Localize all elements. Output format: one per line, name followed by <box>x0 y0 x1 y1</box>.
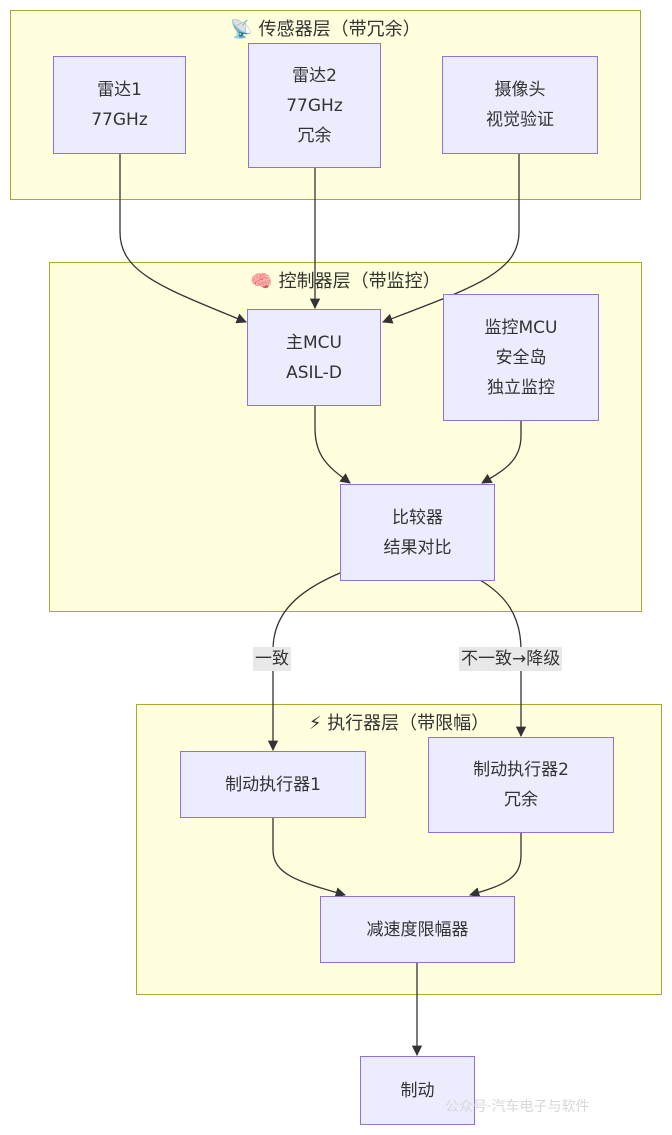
edge-actuator2-limiter <box>469 833 522 898</box>
sensor-layer-label: 传感器层（带冗余） <box>258 19 421 40</box>
actuator-layer-label: 执行器层（带限幅） <box>327 713 490 734</box>
radar1-line-1: 雷达1 <box>97 80 142 100</box>
actuator2-line-1: 制动执行器2 <box>473 760 569 780</box>
brain-icon: 🧠 <box>250 271 273 292</box>
radar1-line-2: 77GHz <box>91 110 148 130</box>
edge-label-inconsistent: 不一致→降级 <box>459 647 563 671</box>
brake-line-1: 制动 <box>400 1080 435 1101</box>
actuator-layer-title: ⚡ 执行器层（带限幅） <box>137 709 661 735</box>
monitor-mcu-line-2: 安全岛 <box>495 347 547 368</box>
limiter-node: 减速度限幅器 <box>320 896 515 963</box>
satellite-antenna-icon: 📡 <box>230 19 253 40</box>
main-mcu-line-1: 主MCU <box>286 332 342 353</box>
comparator-line-1: 比较器 <box>392 507 443 528</box>
radar1-node: 雷达1 77GHz <box>53 56 186 154</box>
actuator2-node: 制动执行器2 冗余 <box>428 737 614 833</box>
main-mcu-node: 主MCU ASIL-D <box>247 309 381 406</box>
monitor-mcu-node: 监控MCU 安全岛 独立监控 <box>443 294 599 421</box>
main-mcu-line-2: ASIL-D <box>286 362 342 383</box>
radar2-node: 雷达2 77GHz 冗余 <box>248 43 381 168</box>
radar2-line-3: 冗余 <box>297 125 332 146</box>
actuator1-line-1: 制动执行器1 <box>225 774 321 795</box>
camera-line-2: 视觉验证 <box>486 110 554 130</box>
edge-radar1-main-mcu <box>119 154 247 324</box>
limiter-line-1: 减速度限幅器 <box>366 919 469 940</box>
lightning-icon: ⚡ <box>308 713 322 734</box>
controller-layer-label: 控制器层（带监控） <box>278 271 441 292</box>
sensor-layer-title: 📡 传感器层（带冗余） <box>11 15 640 41</box>
edge-label-consistent: 一致 <box>253 647 291 671</box>
monitor-mcu-line-3: 独立监控 <box>487 377 555 398</box>
edge-actuator1-limiter <box>272 818 346 898</box>
controller-layer-title: 🧠 控制器层（带监控） <box>50 267 641 293</box>
comparator-node: 比较器 结果对比 <box>340 484 495 581</box>
actuator1-node: 制动执行器1 <box>180 751 366 818</box>
watermark: 公众号·汽车电子与软件 <box>445 1099 590 1115</box>
camera-line-1: 摄像头 <box>494 80 546 100</box>
monitor-mcu-line-1: 监控MCU <box>484 317 558 338</box>
edge-camera-main-mcu <box>382 154 520 324</box>
comparator-line-2: 结果对比 <box>383 537 452 558</box>
brake-node: 制动 <box>360 1056 475 1125</box>
edge-monitor-mcu-comparator <box>481 421 522 484</box>
edge-comparator-actuator1-consistent <box>267 572 341 752</box>
radar2-line-1: 雷达2 <box>292 65 337 86</box>
radar2-line-2: 77GHz <box>286 95 343 116</box>
actuator2-line-2: 冗余 <box>504 790 538 810</box>
camera-node: 摄像头 视觉验证 <box>442 56 598 154</box>
edge-main-mcu-comparator <box>314 406 351 484</box>
